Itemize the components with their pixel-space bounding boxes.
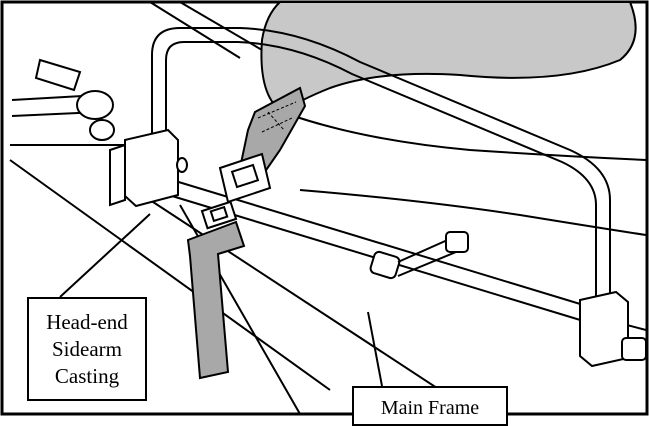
buckle-slot	[230, 163, 260, 189]
foot-end-casting	[579, 290, 629, 368]
mattress-pad	[260, 1, 637, 114]
rail-end-fitting	[621, 337, 647, 361]
knob-icon	[76, 90, 114, 120]
crossbar	[397, 237, 457, 277]
strap-upper	[238, 86, 307, 178]
strap-lower	[186, 220, 246, 380]
mattress-lower-edge	[299, 189, 647, 236]
sidearm-rail-outer	[151, 27, 611, 300]
callout-head-end-sidearm-casting: Head-end Sidearm Casting	[27, 297, 147, 401]
leader-line-sidearm	[59, 213, 151, 298]
casting-bolt-icon	[176, 157, 188, 173]
frame-base-line-1	[9, 159, 331, 391]
strap-stitch	[257, 101, 297, 133]
sidearm-casting-block	[124, 128, 179, 208]
knob-inner-icon	[89, 119, 115, 141]
leader-line-main-frame	[367, 311, 383, 387]
frame-diagonal-upper	[149, 1, 241, 59]
rail-collar	[369, 250, 401, 280]
strap-attachment-diagram	[0, 0, 649, 416]
strap-latch-slot	[209, 205, 229, 223]
frame-base-line-2	[149, 199, 441, 391]
clamp-bracket	[34, 58, 82, 92]
crossbar-collar	[445, 231, 469, 253]
main-frame-rail-top	[171, 179, 601, 311]
sidearm-casting-face	[109, 143, 126, 207]
mattress-outline	[281, 111, 647, 161]
sidearm-rail-inner	[165, 41, 597, 300]
callout-main-frame: Main Frame	[352, 386, 508, 426]
